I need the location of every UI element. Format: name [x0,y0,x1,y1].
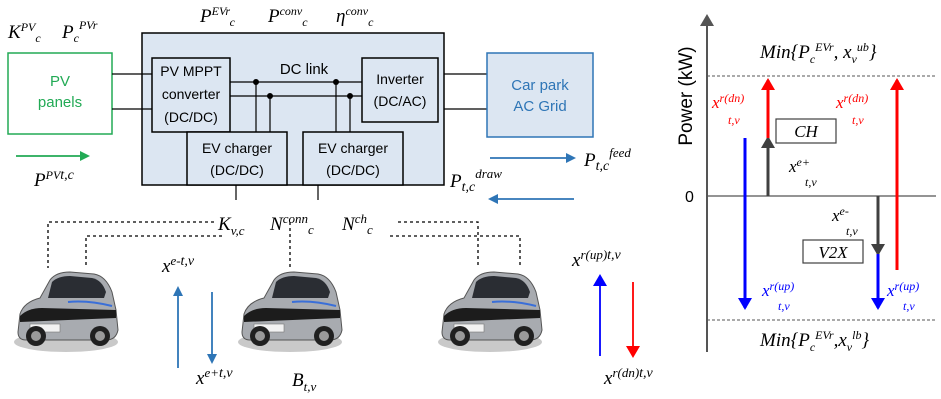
car-park-grid-box [486,52,594,138]
mppt-converter-box [151,57,231,133]
ch-box [775,118,837,144]
p-conv-label: Pconvc [267,4,308,29]
p-pv-label: PPVt,c [33,168,75,191]
x-r-dn-label: xr(dn)t,v [603,365,654,389]
ev-charger-left-box [186,131,288,186]
car-park-line2: AC Grid [513,98,566,115]
x-e-minus-right-sub: t,v [846,224,858,238]
pv-box-line1: PV [50,73,70,90]
inverter-line1: Inverter [376,71,424,87]
x-r-up-label: xr(up)t,v [571,247,622,271]
ev-charger-left-line2: (DC/DC) [210,162,264,178]
n-ch-label: Nchc [341,211,373,237]
x-e-plus-right-sub: t,v [805,175,817,189]
dc-link-bus [230,81,362,132]
connection-lines [47,221,521,268]
power-axis-label: Power (kW) [676,46,697,145]
ev-charger-left-line1: EV charger [202,140,272,156]
mppt-line2: converter [162,86,221,102]
pv-box-line2: panels [38,94,82,111]
x-r-dn-left-label: xr(dn) [711,91,744,112]
mppt-line1: PV MPPT [160,63,222,79]
ev-charger-right-line2: (DC/DC) [326,162,380,178]
p-feed-label: Pt,cfeed [583,145,631,174]
ev-charger-right-line1: EV charger [318,140,388,156]
eta-conv-label: ηconvc [336,4,374,29]
x-e-minus-label: xe-t,v [161,253,195,277]
x-e-minus-right-label: xe- [831,204,849,225]
n-conn-label: Nconnc [269,211,314,237]
ev-car-3 [437,271,543,353]
x-r-up-right-label: xr(up) [886,279,919,300]
ch-box-label: CH [794,122,819,141]
pv-panels-box [7,52,113,135]
car-park-line1: Car park [511,77,569,94]
k-pv-label: KPVc [7,20,41,45]
x-r-dn-left-sub: t,v [728,113,740,127]
ev-charger-right-box [302,131,404,186]
x-r-dn-right-sub: t,v [852,113,864,127]
ev-car-1 [13,271,119,353]
v2x-box-label: V2X [818,243,848,262]
x-e-plus-right-label: xe+ [788,155,810,176]
p-pvr-label: PcPVr [61,18,98,45]
lower-bound-label: Min{PcEVr,xvlb} [759,328,869,354]
inverter-box [361,57,439,123]
x-r-up-left-sub: t,v [778,299,790,313]
p-evr-label: PEVrc [199,4,236,29]
dc-link-label: DC link [280,61,329,78]
p-draw-label: Pt,cdraw [449,166,502,195]
x-r-dn-right-label: xr(dn) [835,91,868,112]
zero-label: 0 [685,189,694,206]
upper-bound-label: Min{PcEVr, xvub} [759,40,877,66]
mppt-line3: (DC/DC) [164,109,218,125]
b-tv-label: Bt,v [292,370,316,394]
x-e-plus-label: xe+t,v [195,365,233,389]
ev-car-2 [237,271,343,353]
k-vc-label: Kv,c [217,214,245,238]
x-r-up-right-sub: t,v [903,299,915,313]
inverter-line2: (DC/AC) [374,93,427,109]
x-r-up-left-label: xr(up) [761,279,794,300]
v2x-box [802,239,864,264]
